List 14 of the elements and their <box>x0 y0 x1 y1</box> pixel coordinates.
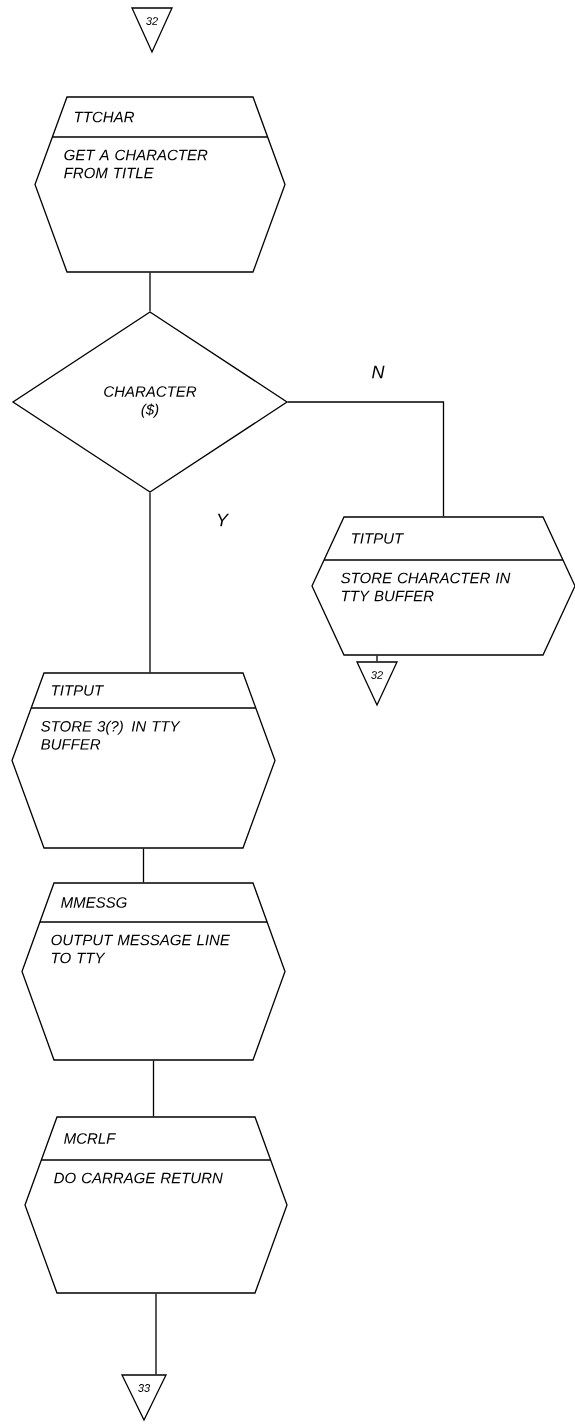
process-box: MMESSG OUTPUT MESSAGE LINE TO TTY <box>21 882 286 1061</box>
process-box: MCRLF DO CARRAGE RETURN <box>24 1116 288 1294</box>
connector-line <box>142 848 145 883</box>
process-box: TTCHAR GET A CHARACTER FROM TITLE <box>34 96 286 273</box>
edge-label: Y <box>215 512 230 528</box>
connector-line <box>152 1060 155 1117</box>
connector-line <box>155 1293 157 1375</box>
connector-line <box>287 401 445 517</box>
connector-line <box>376 655 378 662</box>
process-box: TITPUT STORE CHARACTER IN TTY BUFFER <box>311 516 575 656</box>
connector-line <box>149 272 151 312</box>
connector-line <box>149 492 151 673</box>
edge-label: N <box>370 364 386 380</box>
process-box: TITPUT STORE 3(?) IN TTY BUFFER <box>11 672 276 849</box>
